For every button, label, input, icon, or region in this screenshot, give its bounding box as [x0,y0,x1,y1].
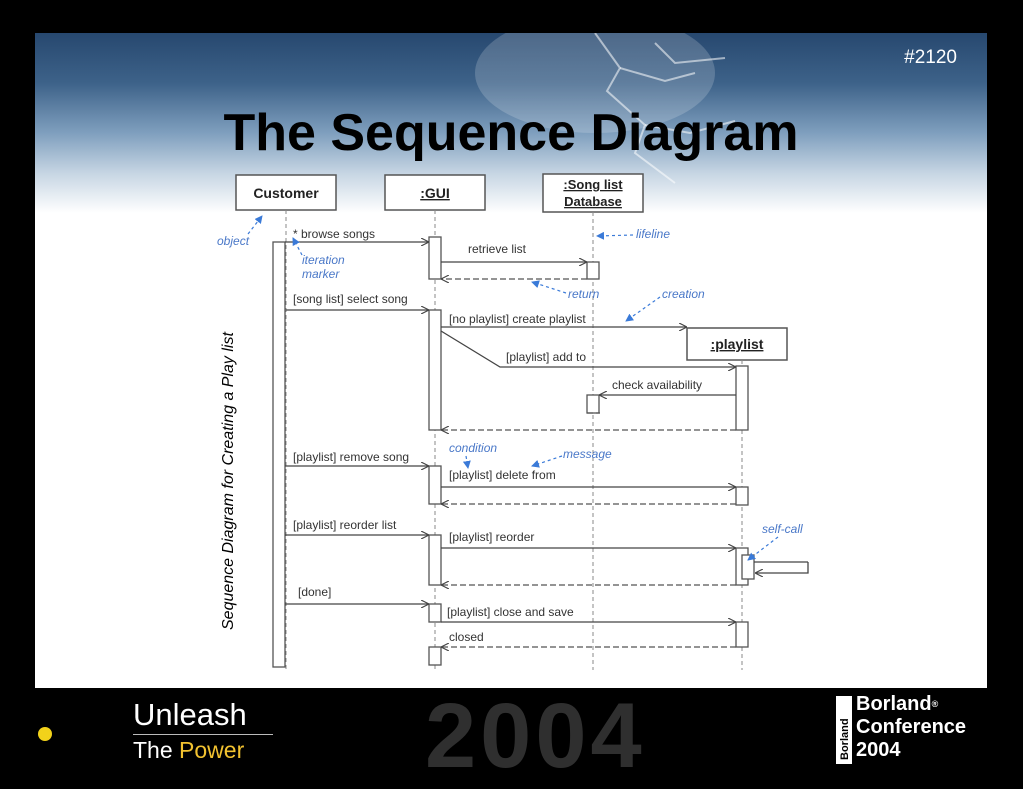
object-customer-label: Customer [253,185,319,201]
msg-close-and-save: [playlist] close and save [447,605,574,619]
msg-browse-songs: * browse songs [293,227,375,241]
annotation-return: return [568,287,600,301]
activation-gui-2 [428,309,442,431]
footer-power: Power [179,737,245,763]
yellow-dot-icon [38,727,52,741]
footer-the-power: The Power [133,737,244,764]
brand-line3: 2004 [856,739,901,761]
side-caption: Sequence Diagram for Creating a Play lis… [220,332,237,630]
annotation-iteration-1: iteration [302,253,345,267]
activation-gui-5 [428,603,442,623]
object-gui: :GUI [384,174,486,211]
object-songlist-line1: :Song list [563,177,623,192]
footer-divider [133,734,273,735]
activation-songlist-1 [586,261,600,280]
footer-unleash: Unleash [133,697,247,732]
footer-year: 2004 [425,685,646,787]
footer-the: The [133,737,180,763]
slide: #2120 The Sequence Diagram [35,33,987,688]
lightning-background [475,33,736,184]
annotation-object: object [217,234,250,248]
sequence-diagram: Sequence Diagram for Creating a Play lis… [217,173,809,670]
annotation-self-call: self-call [762,522,803,536]
activation-customer [272,241,286,668]
borland-conference-logo: Borland® Conference 2004 [856,693,967,761]
msg-reorder-list: [playlist] reorder list [293,518,397,532]
msg-delete-from: [playlist] delete from [449,468,556,482]
activation-gui-4 [428,534,442,586]
borland-vertical-text: Borland [839,718,851,760]
annotation-lifeline: lifeline [636,227,670,241]
object-customer: Customer [235,174,337,211]
activation-playlist-2 [735,486,749,506]
annotation-condition: condition [449,441,497,455]
activation-gui-1 [428,236,442,280]
object-gui-label: :GUI [420,185,450,201]
msg-add-to: [playlist] add to [506,350,586,364]
activation-playlist-1 [735,365,749,431]
object-playlist: :playlist [686,327,788,361]
msg-retrieve-list: retrieve list [468,242,527,256]
msg-closed: closed [449,630,484,644]
activation-songlist-2 [586,394,600,414]
msg-select-song: [song list] select song [293,292,408,306]
annotation-creation: creation [662,287,705,301]
brand-line2: Conference [856,716,967,738]
msg-remove-song: [playlist] remove song [293,450,409,464]
page-title: The Sequence Diagram [223,104,799,162]
msg-create-playlist: [no playlist] create playlist [449,312,586,326]
activation-playlist-selfcall [741,554,755,580]
object-playlist-label: :playlist [711,336,764,352]
activation-gui-6 [428,646,442,666]
activation-playlist-4 [735,621,749,648]
msg-reorder: [playlist] reorder [449,530,534,544]
annotation-iteration-2: marker [302,267,340,281]
activation-gui-3 [428,465,442,505]
object-songlist-line2: Database [564,194,622,209]
object-song-list-database: :Song list Database [542,173,644,213]
annotation-message: message [563,447,612,461]
slide-number: #2120 [904,47,957,68]
footer [0,688,1023,770]
msg-done: [done] [298,585,331,599]
brand-line1: Borland [856,693,932,715]
msg-check-availability: check availability [612,378,702,392]
borland-vertical-logo: Borland [836,696,852,764]
